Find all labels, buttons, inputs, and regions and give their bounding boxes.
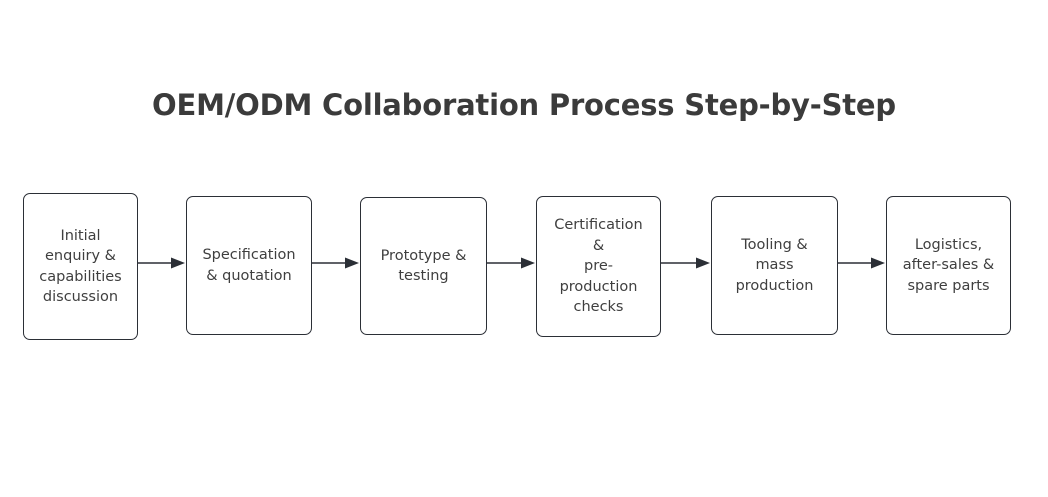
flow-node-label: Certification & pre- production checks xyxy=(554,217,643,316)
flow-arrow-5 xyxy=(838,255,886,269)
page-title: OEM/ODM Collaboration Process Step-by-St… xyxy=(152,88,896,122)
flow-node-step-2[interactable]: Specification & quotation xyxy=(186,196,312,335)
flow-node-label: Tooling & mass production xyxy=(735,236,814,294)
flow-node-label: Specification & quotation xyxy=(202,247,296,284)
arrow-right-icon xyxy=(487,257,535,269)
flow-arrow-3 xyxy=(487,255,536,269)
arrow-right-icon xyxy=(661,257,710,269)
flow-node-label: Initial enquiry & capabilities discussio… xyxy=(39,227,122,306)
flow-node-label: Logistics, after-sales & spare parts xyxy=(902,236,995,294)
arrow-right-icon xyxy=(312,257,359,269)
flow-arrow-2 xyxy=(312,255,360,269)
flow-node-step-5[interactable]: Tooling & mass production xyxy=(711,196,838,335)
flow-node-label: Prototype & testing xyxy=(380,247,467,285)
flow-arrow-4 xyxy=(661,255,711,269)
flow-node-step-6[interactable]: Logistics, after-sales & spare parts xyxy=(886,196,1011,335)
flow-node-step-1[interactable]: Initial enquiry & capabilities discussio… xyxy=(23,193,138,340)
flow-node-step-4[interactable]: Certification & pre- production checks xyxy=(536,196,661,337)
arrow-right-icon xyxy=(838,257,885,269)
flow-arrow-1 xyxy=(138,255,186,269)
arrow-right-icon xyxy=(138,257,185,269)
flowchart-canvas: Initial enquiry & capabilities discussio… xyxy=(0,190,1048,340)
flow-node-step-3[interactable]: Prototype & testing xyxy=(360,197,487,335)
